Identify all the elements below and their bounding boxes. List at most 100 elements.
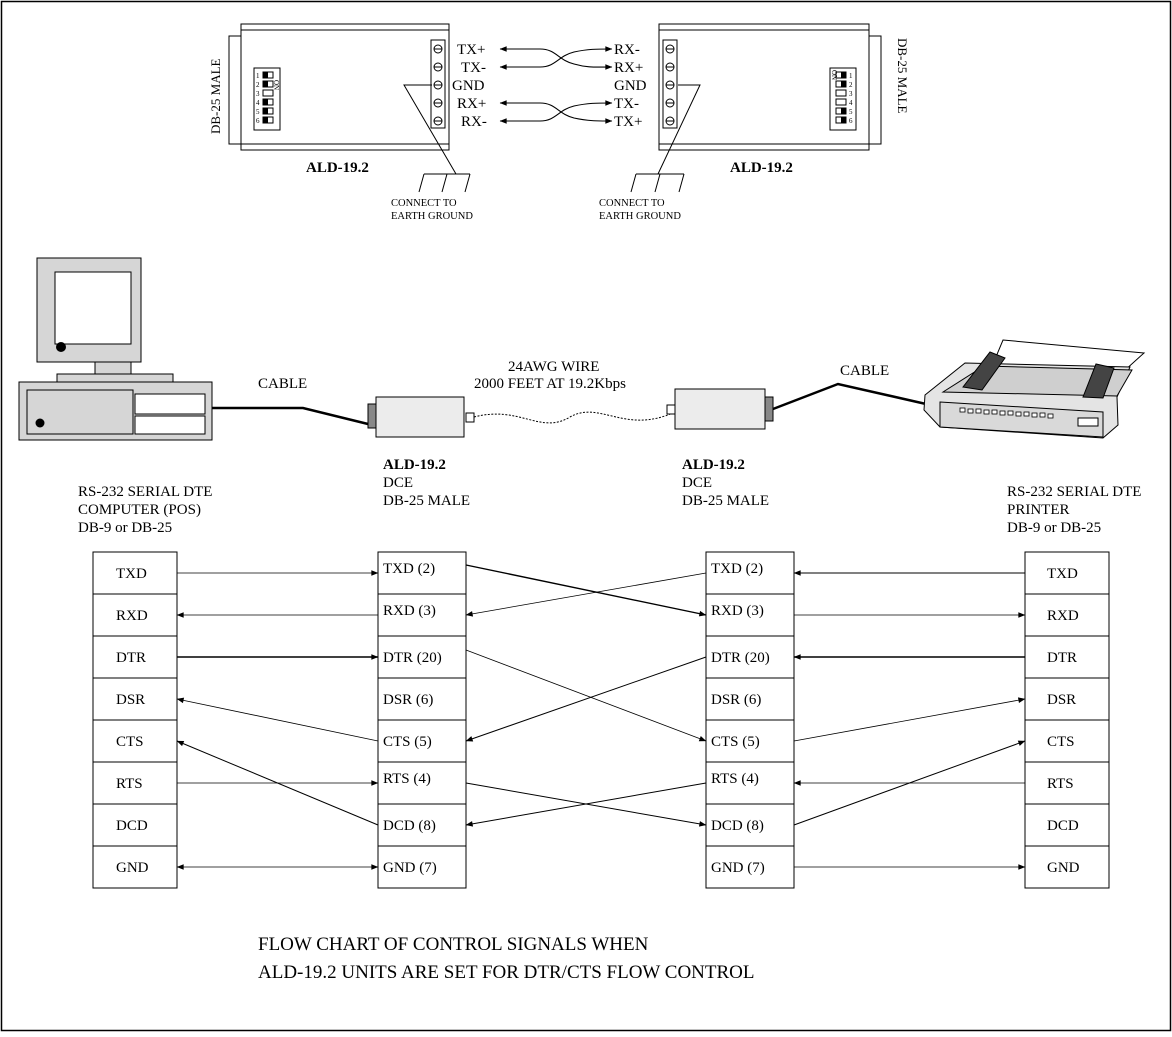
signal-cell: GND	[1047, 860, 1080, 876]
terminal-label: RX+	[457, 96, 486, 112]
dte-right-line3: DB-9 or DB-25	[1007, 520, 1101, 536]
twisted-pair-wires	[499, 46, 613, 124]
screw-terminals-right	[665, 44, 675, 126]
dip-on-label: ON	[272, 80, 280, 90]
signal-cell: DSR	[116, 692, 145, 708]
terminal-label: RX+	[614, 60, 643, 76]
dte-left-line2: COMPUTER (POS)	[78, 502, 201, 518]
dte-right-line1: RS-232 SERIAL DTE	[1007, 484, 1141, 500]
dip-num: 3	[849, 90, 853, 98]
terminal-label: GND	[614, 78, 647, 94]
signal-cell: GND (7)	[383, 860, 437, 876]
signal-cell: DCD (8)	[383, 818, 436, 834]
conn-txd-rxd-back	[465, 572, 707, 617]
right-connector-label: DB-25 MALE	[895, 38, 910, 114]
dip-switch-right: 1 2 3 4 5 6 ON	[829, 67, 857, 131]
terminal-labels-left: TX+ TX- GND RX+ RX-	[452, 42, 487, 130]
dip-num: 2	[849, 81, 853, 89]
dce-left-line3: DB-25 MALE	[383, 493, 470, 509]
dte-right-line2: PRINTER	[1007, 502, 1070, 518]
terminal-label: RX-	[461, 114, 487, 130]
ald-unit-left-icon	[367, 396, 475, 438]
signal-cell: RXD (3)	[383, 603, 436, 619]
cable-right-label: CABLE	[840, 363, 889, 379]
terminal-label: TX+	[614, 114, 642, 130]
signal-cell: RTS	[1047, 776, 1074, 792]
dte-right-label: RS-232 SERIAL DTE PRINTER DB-9 or DB-25	[1007, 484, 1141, 536]
conn-txd-rxd	[465, 564, 707, 617]
dce-right-line3: DB-25 MALE	[682, 493, 769, 509]
wire-spec-line1: 24AWG WIRE	[508, 359, 599, 375]
computer-icon	[18, 257, 213, 441]
signal-cell: RTS (4)	[383, 771, 431, 787]
dte-left-line3: DB-9 or DB-25	[78, 520, 172, 536]
signal-cell: GND	[116, 860, 149, 876]
dce-right-label: ALD-19.2 DCE DB-25 MALE	[682, 457, 769, 509]
dip-num: 2	[256, 81, 260, 89]
signal-connections	[176, 564, 1026, 870]
signal-cell: RXD (3)	[711, 603, 764, 619]
signal-table-dte-left: TXD RXD DTR DSR CTS RTS DCD GND	[92, 551, 178, 889]
left-unit-label: ALD-19.2	[306, 160, 369, 176]
left-connector-label: DB-25 MALE	[208, 58, 223, 134]
dce-right-line2: DCE	[682, 475, 712, 491]
signal-cell: TXD	[116, 566, 147, 582]
signal-cell: CTS	[116, 734, 144, 750]
dip-switch-left: 1 2 3 4 5 6 ON	[253, 67, 281, 131]
dip-on-label: ON	[830, 70, 838, 80]
signal-cell: TXD	[1047, 566, 1078, 582]
dip-num: 1	[256, 72, 260, 80]
terminal-labels-right: RX- RX+ GND TX- TX+	[614, 42, 647, 130]
screw-terminals-left	[433, 44, 443, 126]
dip-num: 4	[849, 99, 853, 107]
caption-line2: ALD-19.2 UNITS ARE SET FOR DTR/CTS FLOW …	[258, 962, 755, 983]
terminal-label: TX-	[461, 60, 486, 76]
signal-cell: DCD	[1047, 818, 1079, 834]
printer-icon	[923, 339, 1146, 439]
conn-cts-to-dsr-left	[176, 697, 379, 742]
terminal-label: TX-	[614, 96, 639, 112]
dip-num: 4	[256, 99, 260, 107]
dce-left-line2: DCE	[383, 475, 413, 491]
signal-cell: CTS	[1047, 734, 1075, 750]
signal-table-dce-right: TXD (2) RXD (3) DTR (20) DSR (6) CTS (5)…	[705, 551, 795, 889]
signal-cell: DTR (20)	[711, 650, 770, 666]
signal-cell: DTR	[116, 650, 146, 666]
signal-cell: DCD (8)	[711, 818, 764, 834]
cable-right-line	[772, 382, 927, 411]
conn-dtr-cts-back	[465, 656, 707, 742]
signal-cell: RTS (4)	[711, 771, 759, 787]
signal-cell: TXD (2)	[383, 561, 435, 577]
wire-spec-line2: 2000 FEET AT 19.2Kbps	[474, 376, 626, 392]
dip-num: 5	[849, 108, 853, 116]
ground-right-line1: CONNECT TO	[599, 198, 665, 209]
ground-right	[630, 84, 701, 193]
signal-cell: CTS (5)	[383, 734, 432, 750]
terminal-label: GND	[452, 78, 485, 94]
twisted-wire	[473, 411, 676, 424]
signal-cell: DTR (20)	[383, 650, 442, 666]
signal-cell: TXD (2)	[711, 561, 763, 577]
dce-left-label: ALD-19.2 DCE DB-25 MALE	[383, 457, 470, 509]
dte-left-line1: RS-232 SERIAL DTE	[78, 484, 212, 500]
conn-cts-to-dsr-right	[793, 697, 1026, 742]
cable-left-label: CABLE	[258, 376, 307, 392]
terminal-label: TX+	[457, 42, 485, 58]
signal-cell: DTR	[1047, 650, 1077, 666]
conn-rts-dcd-back	[465, 782, 707, 827]
dip-num: 6	[849, 117, 853, 125]
dip-num: 3	[256, 90, 260, 98]
signal-cell: DSR (6)	[711, 692, 761, 708]
signal-cell: RXD	[116, 608, 148, 624]
dip-num: 1	[849, 72, 853, 80]
ground-left	[403, 84, 471, 193]
dte-left-label: RS-232 SERIAL DTE COMPUTER (POS) DB-9 or…	[78, 484, 212, 536]
top-right-unit: 1 2 3 4 5 6 ON DB-25 MALE ALD-19.2	[658, 23, 910, 176]
signal-cell: DSR (6)	[383, 692, 433, 708]
signal-cell: DSR	[1047, 692, 1076, 708]
signal-cell: CTS (5)	[711, 734, 760, 750]
dip-num: 5	[256, 108, 260, 116]
signal-cell: RXD	[1047, 608, 1079, 624]
